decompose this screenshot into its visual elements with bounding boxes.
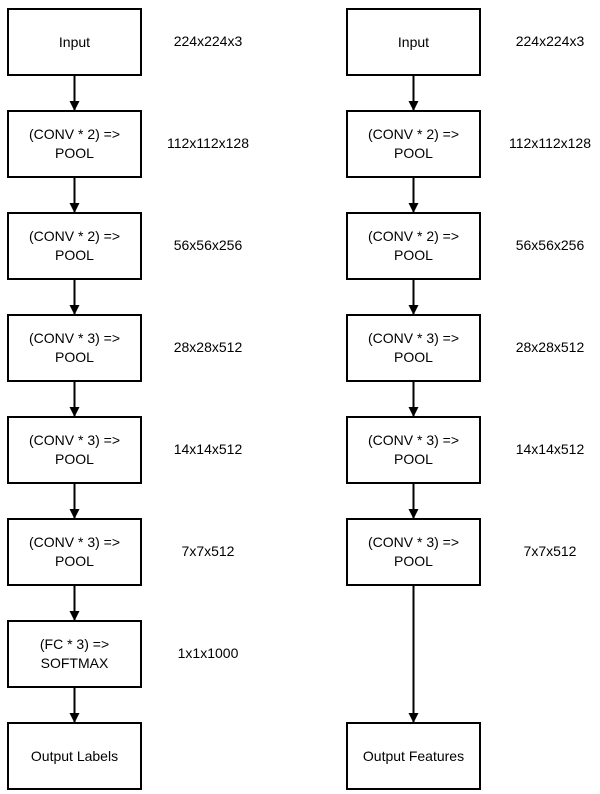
left-column-dims-3: 28x28x512 — [173, 339, 243, 355]
left-column-node-0: Input — [7, 8, 142, 76]
right-column-dims-5: 7x7x512 — [523, 543, 577, 559]
left-column-dims-2: 56x56x256 — [173, 237, 243, 253]
left-column-node-6: (FC * 3) => SOFTMAX — [7, 620, 142, 688]
right-column-dims-1: 112x112x128 — [509, 135, 591, 151]
left-column-node-5: (CONV * 3) => POOL — [7, 518, 142, 586]
right-column-node-2: (CONV * 2) => POOL — [346, 212, 481, 280]
right-column-node-1: (CONV * 2) => POOL — [346, 110, 481, 178]
left-column-dims-5: 7x7x512 — [181, 543, 235, 559]
right-column-node-4: (CONV * 3) => POOL — [346, 416, 481, 484]
left-column-node-1: (CONV * 2) => POOL — [7, 110, 142, 178]
left-column-node-2: (CONV * 2) => POOL — [7, 212, 142, 280]
left-column-node-4: (CONV * 3) => POOL — [7, 416, 142, 484]
left-column-node-7: Output Labels — [7, 722, 142, 790]
right-column-dims-0: 224x224x3 — [515, 33, 585, 49]
left-column-dims-1: 112x112x128 — [167, 135, 249, 151]
right-column-node-3: (CONV * 3) => POOL — [346, 314, 481, 382]
left-column-dims-0: 224x224x3 — [173, 33, 243, 49]
right-column-node-0: Input — [346, 8, 481, 76]
right-column-dims-4: 14x14x512 — [515, 441, 585, 457]
right-column-node-5: (CONV * 3) => POOL — [346, 518, 481, 586]
right-column-dims-3: 28x28x512 — [515, 339, 585, 355]
right-column-node-6: Output Features — [346, 722, 481, 790]
left-column-dims-6: 1x1x1000 — [177, 645, 239, 661]
left-column-node-3: (CONV * 3) => POOL — [7, 314, 142, 382]
left-column-dims-4: 14x14x512 — [173, 441, 243, 457]
right-column-dims-2: 56x56x256 — [515, 237, 585, 253]
